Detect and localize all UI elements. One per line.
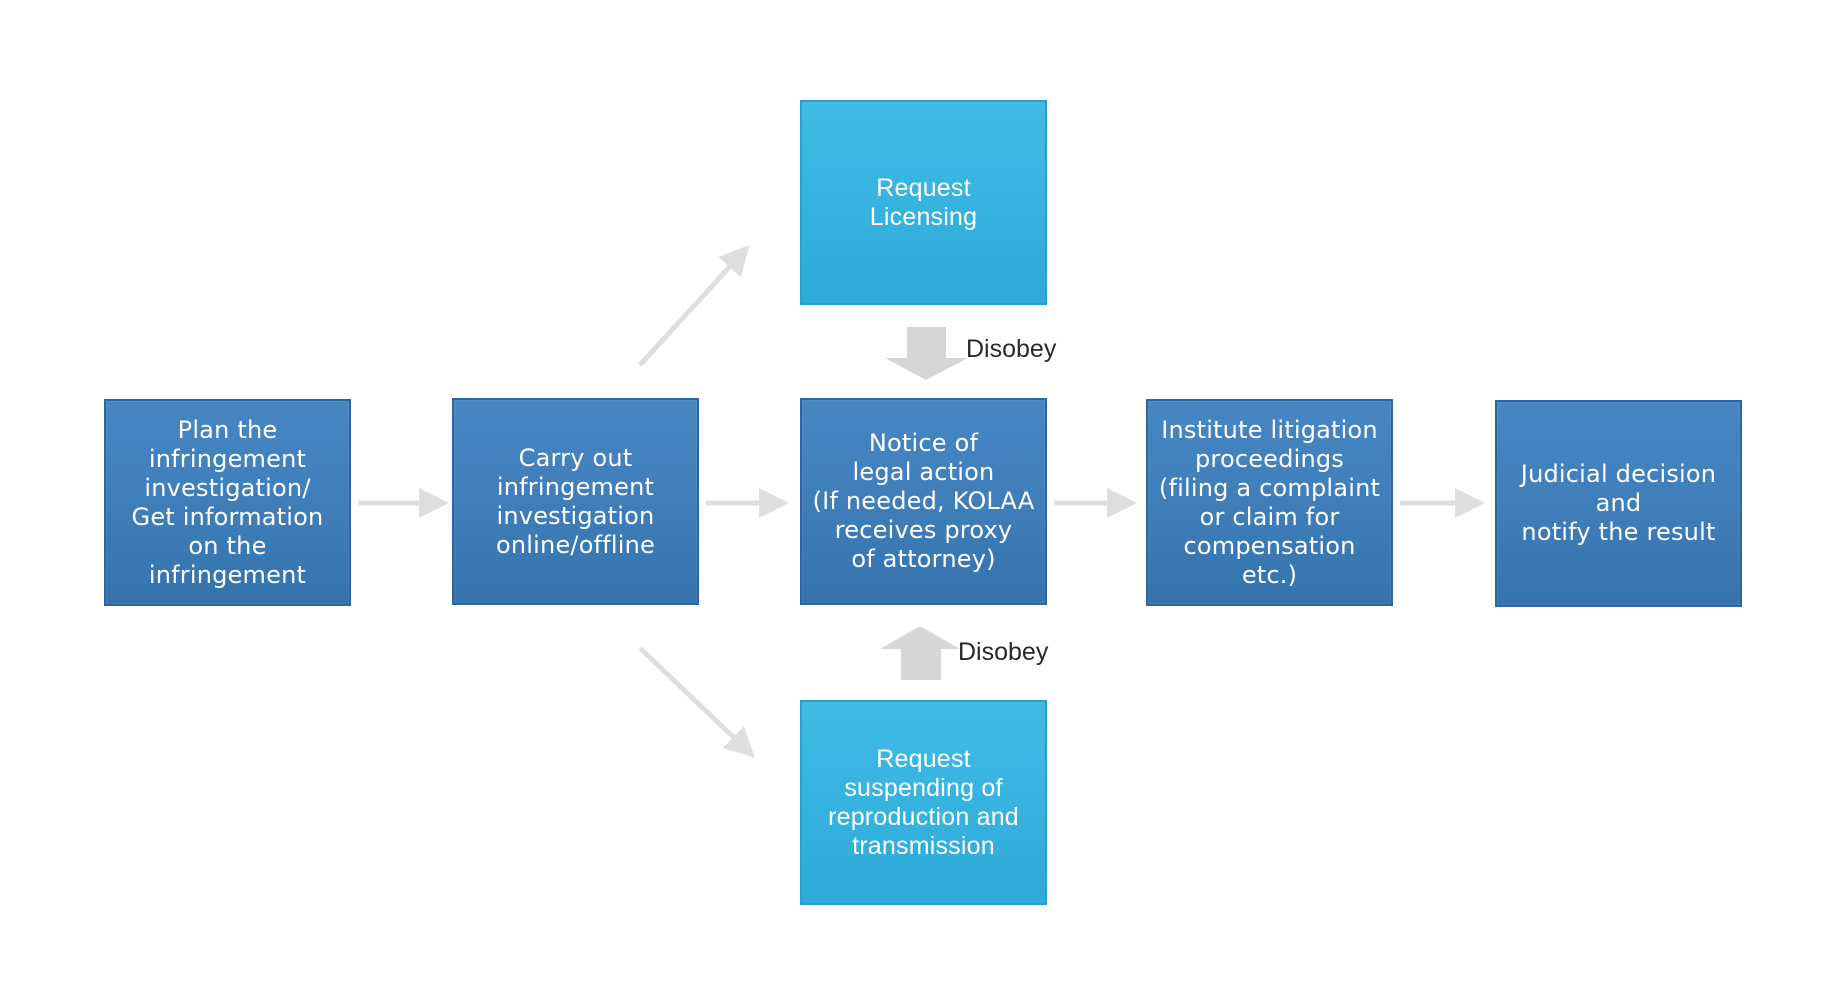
node-plan-investigation: Plan the infringement investigation/ Get… bbox=[104, 399, 351, 606]
node-notice-of-legal-action-label: Notice of legal action (If needed, KOLAA… bbox=[812, 429, 1035, 573]
arrow-carry-out-to-licensing bbox=[638, 244, 750, 367]
node-request-licensing-label: Request Licensing bbox=[869, 173, 978, 231]
node-plan-investigation-label: Plan the infringement investigation/ Get… bbox=[131, 415, 324, 589]
node-judicial-decision: Judicial decision and notify the result bbox=[1495, 400, 1742, 607]
node-judicial-decision-label: Judicial decision and notify the result bbox=[1520, 460, 1717, 546]
arrow-carry-out-to-suspending bbox=[638, 646, 756, 758]
node-carry-out-investigation: Carry out infringement investigation onl… bbox=[452, 398, 699, 605]
node-institute-litigation: Institute litigation proceedings (filing… bbox=[1146, 399, 1393, 606]
disobey-top-label: Disobey bbox=[966, 335, 1057, 363]
disobey-up-arrow bbox=[880, 626, 960, 680]
node-request-licensing: Request Licensing bbox=[800, 100, 1047, 305]
disobey-bottom-label: Disobey bbox=[958, 638, 1049, 666]
node-notice-of-legal-action: Notice of legal action (If needed, KOLAA… bbox=[800, 398, 1047, 605]
disobey-down-arrow bbox=[885, 327, 968, 380]
node-institute-litigation-label: Institute litigation proceedings (filing… bbox=[1158, 415, 1381, 589]
node-request-suspending: Request suspending of reproduction and t… bbox=[800, 700, 1047, 905]
node-request-suspending-label: Request suspending of reproduction and t… bbox=[828, 744, 1019, 860]
node-carry-out-investigation-label: Carry out infringement investigation onl… bbox=[496, 443, 655, 559]
